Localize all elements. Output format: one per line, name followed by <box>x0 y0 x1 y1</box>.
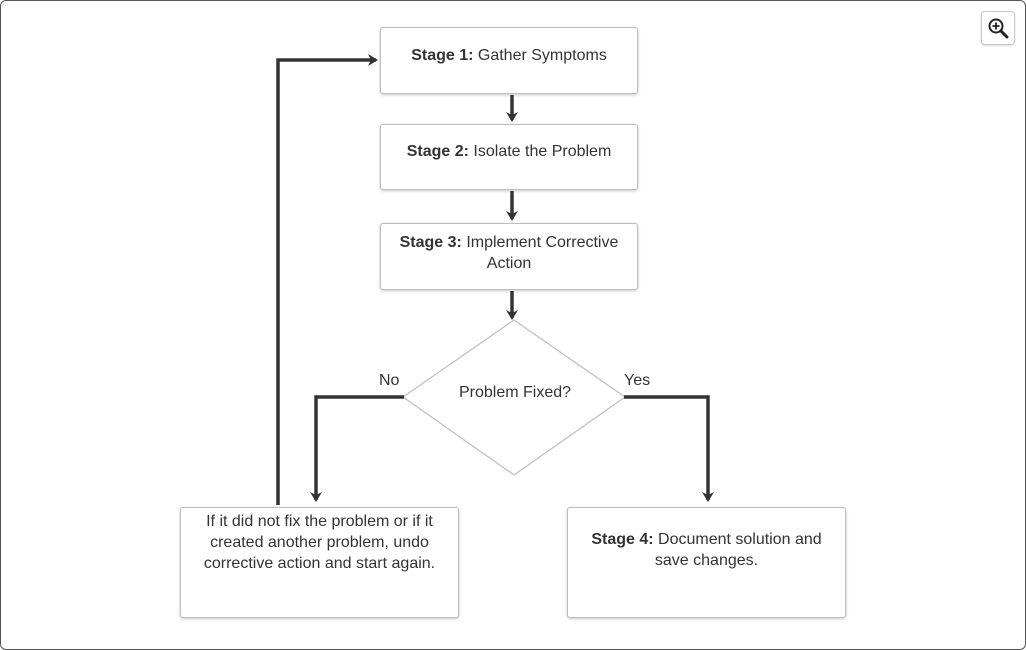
stage1-label: Stage 1: <box>411 47 474 64</box>
stage3-text: Implement Corrective Action <box>461 234 619 272</box>
arrow-no-branch <box>310 395 404 502</box>
decision-label: Problem Fixed? <box>458 384 572 401</box>
stage1-box: Stage 1: Gather Symptoms <box>380 27 638 94</box>
stage2-text: Isolate the Problem <box>468 143 612 160</box>
stage1-text: Gather Symptoms <box>473 47 607 64</box>
arrow-loop-back-to-stage1 <box>276 54 378 505</box>
zoom-in-button[interactable] <box>981 11 1015 45</box>
no-branch-label: No <box>379 372 400 389</box>
stage4-box: Stage 4: Document solution and save chan… <box>567 507 846 618</box>
stage2-box: Stage 2: Isolate the Problem <box>380 124 638 190</box>
undo-action-text: If it did not fix the problem or if it c… <box>203 513 436 572</box>
decision-diamond <box>402 319 626 476</box>
stage2-label: Stage 2: <box>406 143 469 160</box>
zoom-in-magnifier-icon <box>988 18 1009 39</box>
stage4-text: Document solution and save changes. <box>653 531 822 569</box>
stage3-label: Stage 3: <box>399 234 462 251</box>
stage4-label: Stage 4: <box>591 531 654 548</box>
undo-action-box: If it did not fix the problem or if it c… <box>180 507 459 618</box>
yes-branch-label: Yes <box>624 372 651 389</box>
arrow-yes-branch <box>624 395 714 502</box>
stage3-box: Stage 3: Implement Corrective Action <box>380 223 638 290</box>
